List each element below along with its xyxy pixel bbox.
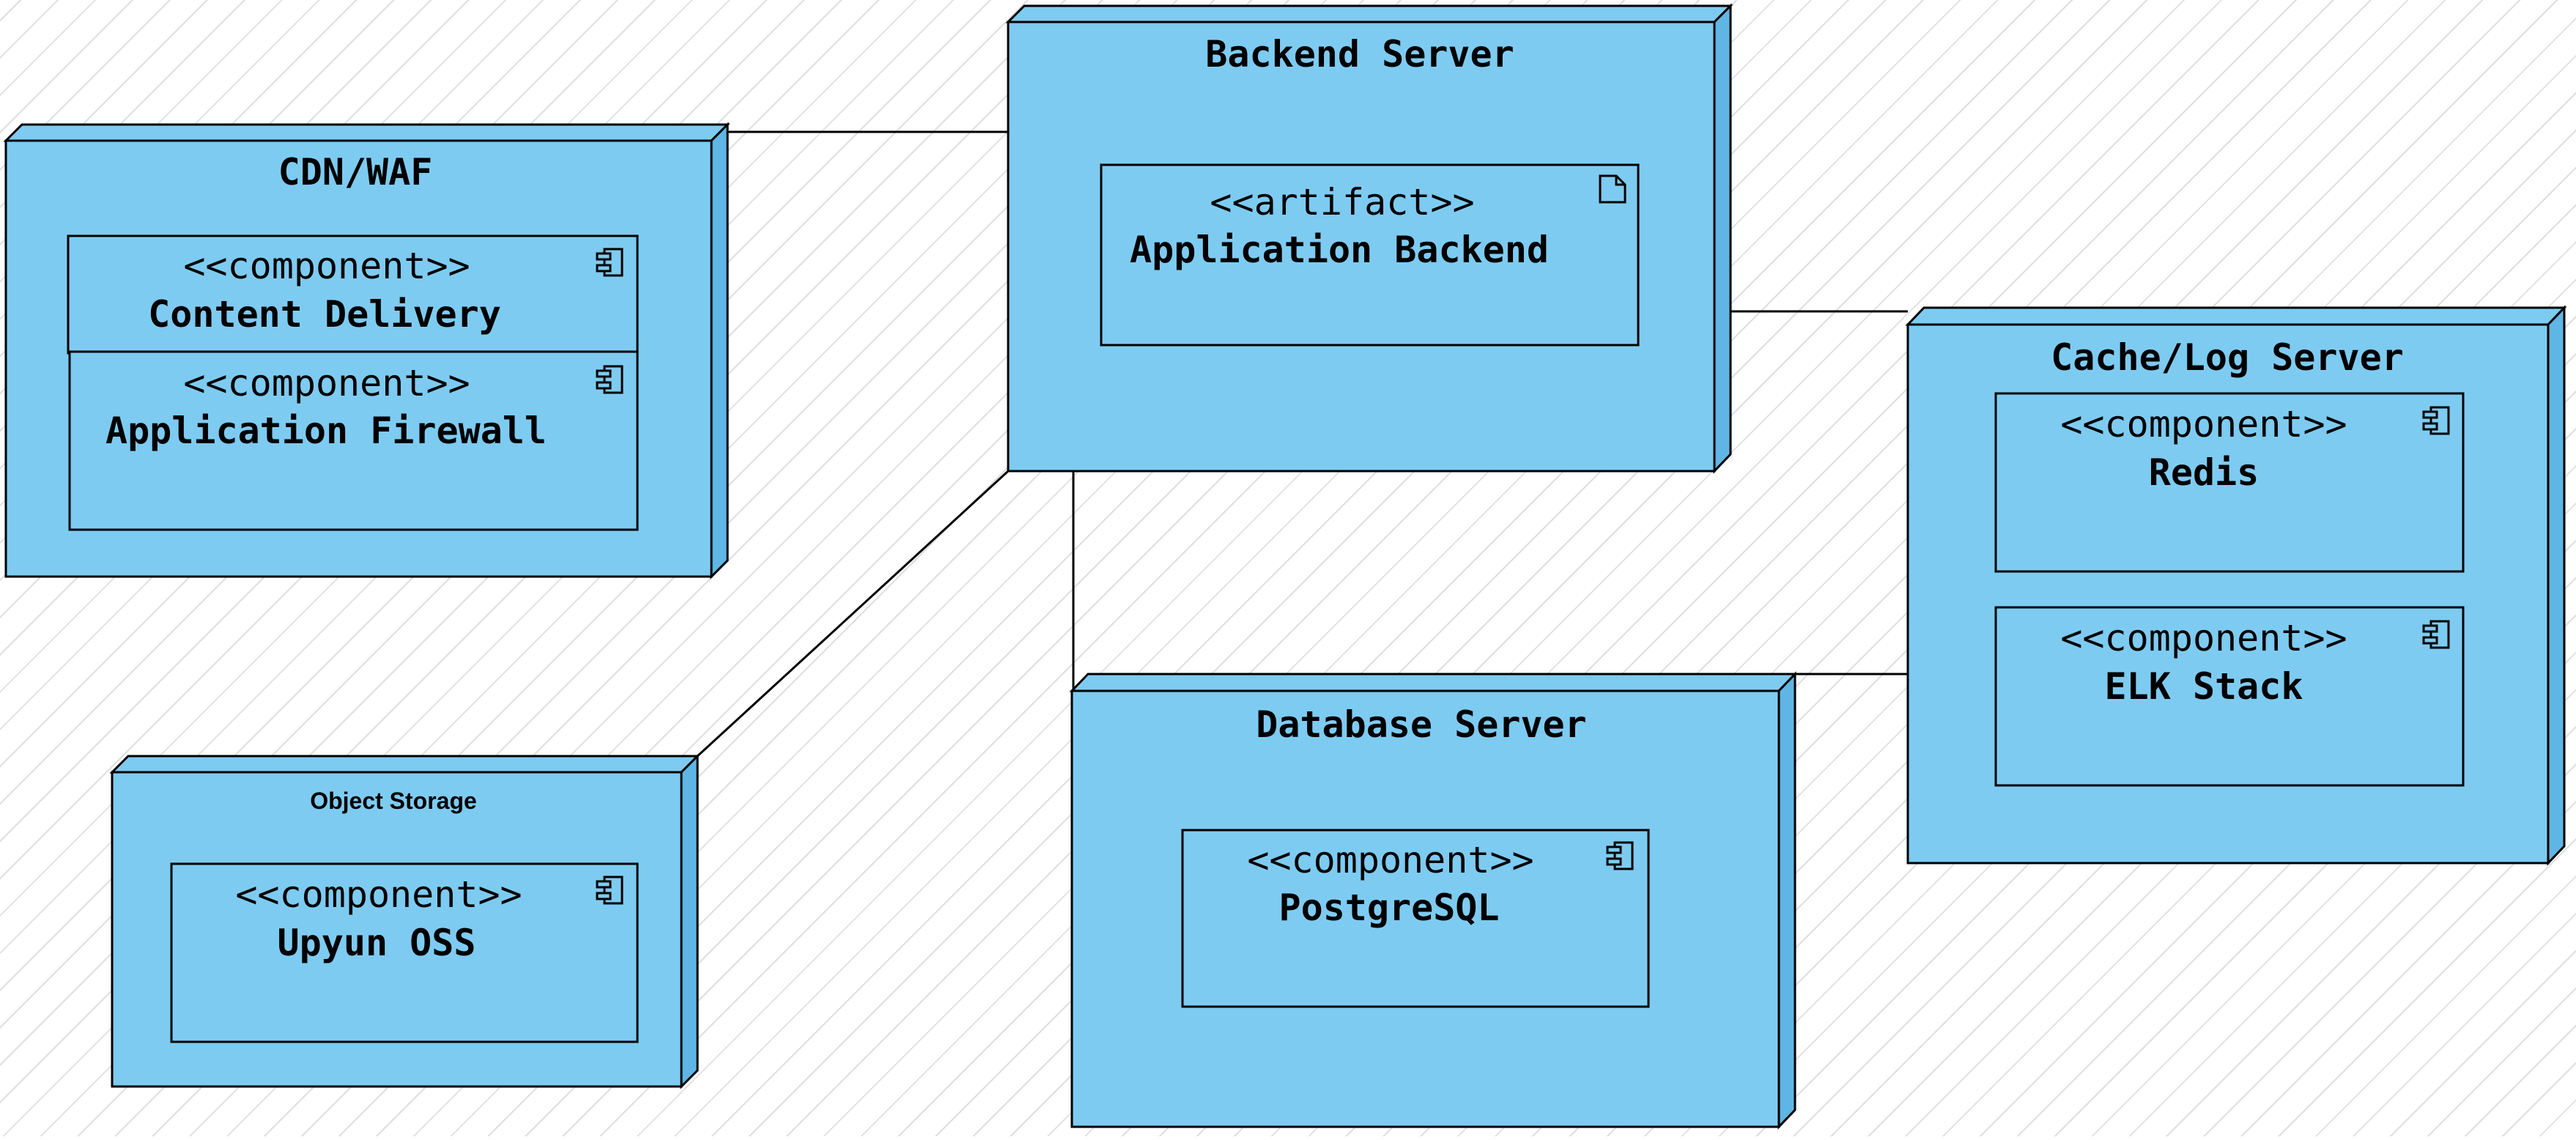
connector-backend-storage[interactable]: [696, 470, 1010, 758]
node-top-face: [3, 123, 730, 142]
component-box: [68, 350, 639, 531]
node-title: Database Server: [1256, 703, 1587, 746]
node-title: CDN/WAF: [278, 151, 433, 193]
node-side-face: [710, 122, 729, 580]
node-cdn-waf[interactable]: CDN/WAF <<component>> Content Delivery <…: [3, 122, 730, 580]
component-application-firewall[interactable]: <<component>> Application Firewall: [68, 350, 639, 531]
component-name: Redis: [2149, 451, 2259, 494]
node-top-face: [109, 755, 700, 774]
component-icon: [596, 365, 623, 394]
component-stereotype: <<component>>: [2060, 617, 2347, 659]
component-content-delivery[interactable]: <<component>> Content Delivery: [67, 234, 639, 355]
component-name: Content Delivery: [148, 293, 501, 336]
artifact-name: Application Backend: [1130, 229, 1549, 271]
component-stereotype: <<component>>: [183, 245, 470, 287]
component-redis[interactable]: <<component>> Redis: [1994, 392, 2465, 573]
node-title: Object Storage: [310, 788, 477, 814]
component-box: [1994, 606, 2465, 787]
component-stereotype: <<component>>: [183, 362, 470, 404]
artifact-icon: [1599, 174, 1626, 204]
node-object-storage[interactable]: Object Storage <<component>> Upyun OSS: [109, 753, 700, 1089]
component-stereotype: <<component>>: [235, 873, 522, 916]
node-side-face: [2547, 305, 2566, 866]
artifact-box: [1100, 163, 1640, 347]
component-stereotype: <<component>>: [2060, 403, 2347, 445]
component-icon: [1606, 841, 1634, 870]
artifact-stereotype: <<artifact>>: [1210, 181, 1474, 223]
connectors: [696, 130, 1908, 758]
component-name: PostgreSQL: [1278, 887, 1499, 929]
component-name: ELK Stack: [2105, 665, 2303, 708]
component-icon: [2422, 406, 2450, 435]
component-icon: [596, 876, 623, 905]
component-icon: [596, 248, 623, 277]
component-box: [1181, 829, 1650, 1008]
node-top-face: [1905, 306, 2567, 326]
node-database-server[interactable]: Database Server <<component>> PostgreSQL: [1069, 671, 1798, 1130]
node-top-face: [1005, 4, 1733, 23]
component-box: [1994, 392, 2465, 573]
component-upyun-oss[interactable]: <<component>> Upyun OSS: [170, 862, 639, 1043]
component-name: Application Firewall: [106, 410, 547, 452]
node-title: Cache/Log Server: [2051, 336, 2404, 379]
component-box: [170, 862, 639, 1043]
component-postgresql[interactable]: <<component>> PostgreSQL: [1181, 829, 1650, 1008]
node-side-face: [1777, 671, 1796, 1130]
node-cache-log-server[interactable]: Cache/Log Server <<component>> Redis <<c…: [1905, 305, 2567, 866]
component-stereotype: <<component>>: [1247, 839, 1533, 881]
component-icon: [2422, 620, 2450, 649]
component-name: Upyun OSS: [278, 922, 476, 964]
node-title: Backend Server: [1205, 33, 1514, 75]
artifact-application-backend[interactable]: <<artifact>> Application Backend: [1100, 163, 1640, 347]
node-side-face: [680, 753, 699, 1089]
node-top-face: [1069, 673, 1798, 692]
node-side-face: [1713, 3, 1732, 474]
node-backend-server[interactable]: Backend Server <<artifact>> Application …: [1005, 3, 1733, 474]
component-elk-stack[interactable]: <<component>> ELK Stack: [1994, 606, 2465, 787]
